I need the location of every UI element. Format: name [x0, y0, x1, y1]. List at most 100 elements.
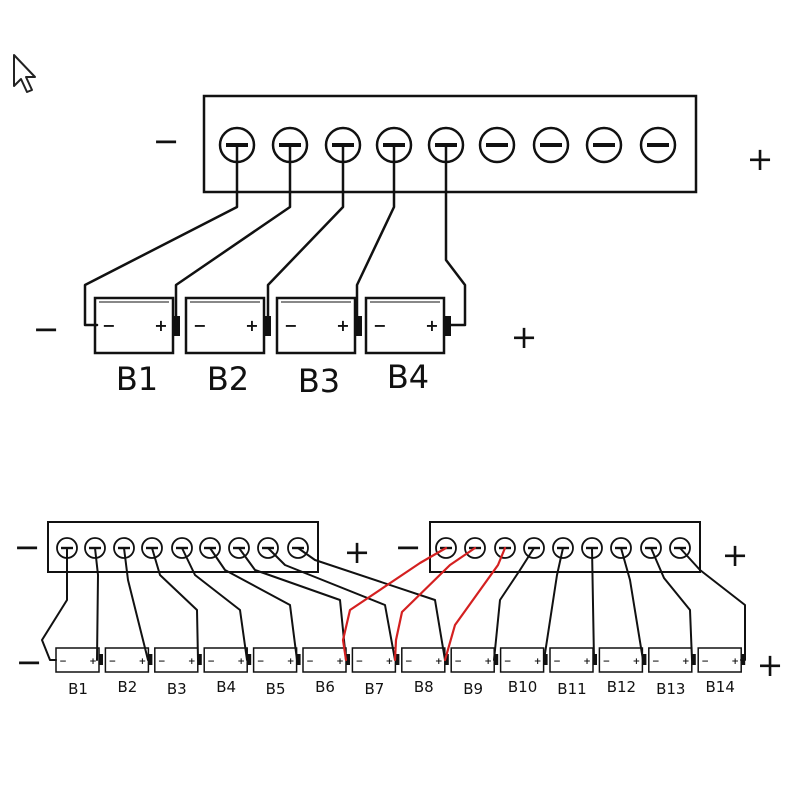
- bottom-cell-plus: +: [633, 657, 641, 667]
- bottom-battery-cell: −+: [549, 647, 597, 673]
- bottom-cell-minus: −: [257, 657, 265, 667]
- bottom-cell-terminal: [642, 654, 647, 665]
- bottom-cell-plus: +: [336, 657, 344, 667]
- bottom-wire: [181, 547, 248, 661]
- bottom-wire: [123, 547, 149, 661]
- bottom-cell-terminal: [593, 654, 597, 665]
- bottom-cell-minus: −: [356, 657, 364, 667]
- bottom-battery-cell: −+: [55, 647, 103, 673]
- bottom-cell-plus: +: [188, 657, 196, 667]
- bottom-battery-cell: −+: [648, 647, 696, 673]
- bottom-wire: [591, 547, 595, 661]
- bottom-cell-minus: −: [504, 657, 512, 667]
- bottom-battery-label: B13: [656, 680, 685, 698]
- bottom-cell-plus: +: [287, 657, 295, 667]
- bottom-wire: [267, 547, 396, 661]
- bottom-battery-label: B8: [414, 678, 434, 696]
- bottom-cell-plus: +: [89, 657, 97, 667]
- bottom-battery-label: B6: [315, 678, 335, 696]
- top-cell-minus: −: [373, 316, 386, 335]
- top-string-minus-symbol: −: [33, 310, 60, 348]
- bottom-red-wire: [443, 546, 507, 662]
- bottom-battery-label: B12: [607, 678, 636, 696]
- top-cell-terminal: [444, 316, 451, 336]
- bottom-battery-label: B9: [463, 680, 483, 698]
- bottom-wire: [493, 547, 535, 661]
- bottom-right-block-minus-symbol: −: [395, 528, 422, 566]
- bottom-battery-label: B11: [557, 680, 586, 698]
- bottom-cell-minus: −: [158, 657, 166, 667]
- bottom-battery-label: B5: [266, 680, 286, 698]
- bottom-left-block-minus-symbol: −: [14, 528, 41, 566]
- bottom-battery-label: B10: [508, 678, 537, 696]
- bottom-cell-minus: −: [701, 657, 709, 667]
- top-connector-pin: [639, 126, 677, 164]
- wire-pin1: [83, 143, 239, 327]
- bottom-cell-terminal: [444, 654, 449, 665]
- bottom-red-wire: [393, 546, 477, 662]
- top-diagram: − + −+B1−+B2−+B3−+B4 − +: [33, 94, 774, 400]
- bottom-wire: [209, 547, 298, 661]
- wire-pin5: [444, 143, 467, 327]
- bottom-cell-minus: −: [652, 657, 660, 667]
- bottom-cell-terminal: [148, 654, 153, 665]
- bottom-cell-minus: −: [59, 657, 67, 667]
- wire-pin2: [174, 143, 292, 327]
- top-battery-label: B1: [116, 360, 158, 398]
- bottom-cell-minus: −: [109, 657, 117, 667]
- bottom-wire: [650, 547, 693, 661]
- bottom-cell-plus: +: [435, 657, 443, 667]
- top-battery-cell: −+: [364, 296, 451, 355]
- top-connector-pin: [585, 126, 623, 164]
- bottom-wire: [151, 547, 199, 661]
- top-block-plus-symbol: +: [747, 140, 774, 178]
- bottom-battery-cell: −+: [499, 647, 548, 673]
- top-battery-label: B3: [298, 362, 340, 400]
- bottom-battery-label: B3: [167, 680, 187, 698]
- top-battery-label: B4: [387, 358, 429, 396]
- bottom-wire: [238, 547, 347, 661]
- top-cell-terminal: [355, 316, 362, 336]
- bottom-battery-cell: −+: [302, 647, 350, 673]
- top-battery-label: B2: [207, 360, 249, 398]
- bottom-cell-plus: +: [386, 657, 394, 667]
- bottom-cell-plus: +: [731, 657, 739, 667]
- top-cell-minus: −: [102, 316, 115, 335]
- top-cell-plus: +: [154, 316, 167, 335]
- top-cell-minus: −: [193, 316, 206, 335]
- top-battery-cell: −+: [275, 296, 362, 355]
- bottom-cell-plus: +: [484, 657, 492, 667]
- top-cell-plus: +: [245, 316, 258, 335]
- bottom-cell-terminal: [99, 654, 103, 665]
- bottom-battery-cell: −+: [598, 647, 647, 673]
- bottom-cell-plus: +: [534, 657, 542, 667]
- bottom-cell-plus: +: [237, 657, 245, 667]
- top-block-minus-symbol: −: [153, 122, 180, 160]
- bottom-battery-cell: −+: [154, 647, 202, 673]
- top-connector-pin: [478, 126, 516, 164]
- bottom-battery-cell: −+: [697, 647, 746, 673]
- bottom-cell-minus: −: [306, 657, 314, 667]
- wire-pin3: [266, 143, 345, 327]
- bottom-wire: [297, 547, 446, 661]
- bottom-cell-minus: −: [207, 657, 215, 667]
- bottom-cell-minus: −: [405, 657, 413, 667]
- bottom-wire: [41, 547, 68, 661]
- bottom-cell-terminal: [395, 654, 400, 665]
- bottom-battery-label: B2: [117, 678, 137, 696]
- bottom-cell-terminal: [543, 654, 548, 665]
- bottom-wire: [94, 547, 99, 661]
- top-cell-minus: −: [284, 316, 297, 335]
- bottom-cell-minus: −: [454, 657, 462, 667]
- bottom-cell-minus: −: [553, 657, 561, 667]
- bottom-cell-plus: +: [583, 657, 591, 667]
- bottom-battery-cell: −+: [450, 647, 499, 673]
- bottom-battery-cell: −+: [252, 647, 301, 673]
- bottom-string-plus-symbol: +: [757, 646, 784, 684]
- bottom-diagram: − + − + −+B1−+B2−+B3−+B4−+B5−+B6−+B7−+B8…: [14, 521, 784, 698]
- bottom-cell-terminal: [346, 654, 350, 665]
- bottom-cell-terminal: [691, 654, 696, 665]
- bottom-cell-terminal: [494, 654, 499, 665]
- wire-pin4: [355, 143, 396, 327]
